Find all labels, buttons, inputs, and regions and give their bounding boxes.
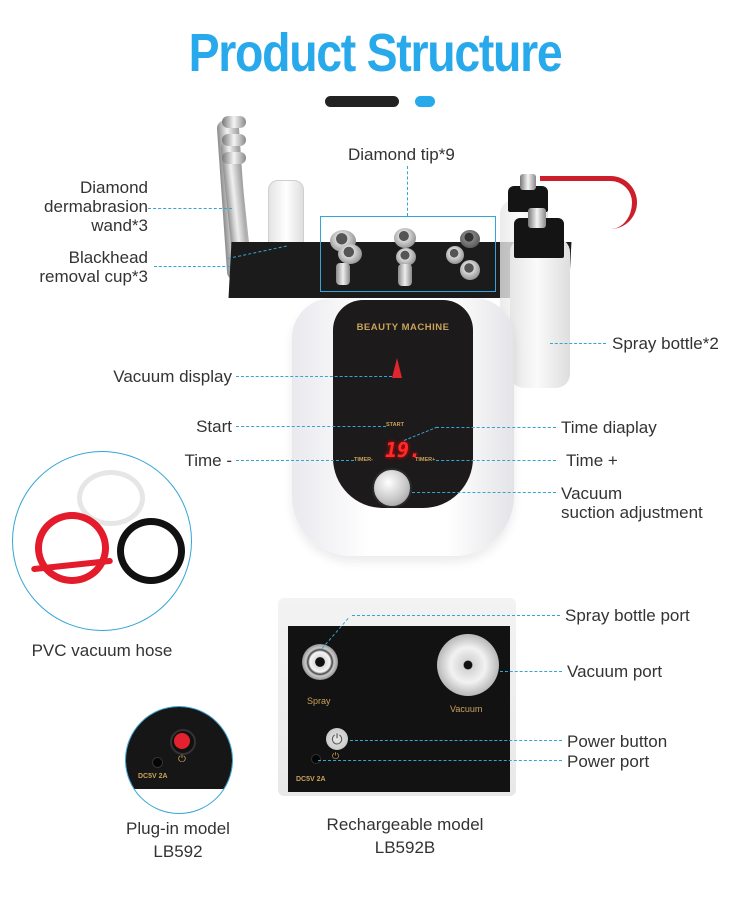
power-port-jack xyxy=(311,754,321,764)
callout-spray-bottle: Spray bottle*2 xyxy=(612,334,719,353)
diamond-tip-icon xyxy=(396,248,416,266)
callout-power-button: Power button xyxy=(567,732,668,751)
callout-line xyxy=(350,740,562,741)
hose-caption: PVC vacuum hose xyxy=(31,641,173,660)
vacuum-port-label: Vacuum xyxy=(450,704,483,714)
callout-power-port: Power port xyxy=(567,752,650,771)
timer-minus-button[interactable]: TIMER- xyxy=(354,457,373,463)
callout-text-line: Diamond xyxy=(79,178,148,197)
diamond-tip-icon xyxy=(460,230,480,248)
callout-spray-bottle-port: Spray bottle port xyxy=(565,606,690,625)
callout-line xyxy=(407,166,408,216)
spray-port-label: Spray xyxy=(307,696,331,706)
power-jack-icon xyxy=(152,757,163,768)
diamond-tip-icon xyxy=(336,263,350,285)
caption-line: LB592B xyxy=(374,838,436,857)
caption-line: Rechargeable model xyxy=(326,815,484,834)
vacuum-port xyxy=(437,634,499,696)
diamond-tip-icon xyxy=(446,246,464,264)
time-led-display: 19. xyxy=(385,438,422,462)
brand-label: BEAUTY MACHINE xyxy=(356,322,450,333)
diamond-tip-icon xyxy=(338,244,362,264)
page-title: Product Structure xyxy=(188,23,563,83)
callout-line xyxy=(436,460,556,461)
wand-tip-icon xyxy=(222,134,246,146)
rechargeable-caption: Rechargeable model LB592B xyxy=(300,813,510,859)
callout-vacuum-port: Vacuum port xyxy=(567,662,663,681)
callout-vacuum-display: Vacuum display xyxy=(113,367,232,386)
callout-text-line: dermabrasion xyxy=(44,197,148,216)
spray-bottle-image xyxy=(510,238,570,388)
callout-dermabrasion-wand: Diamond dermabrasion wand*3 xyxy=(20,178,148,235)
callout-line xyxy=(550,343,606,344)
timer-plus-button[interactable]: TIMER+ xyxy=(415,457,436,463)
callout-line xyxy=(352,615,560,616)
red-power-button[interactable] xyxy=(174,733,190,749)
callout-time-minus: Time - xyxy=(184,451,232,470)
callout-line xyxy=(318,760,562,761)
vacuum-suction-knob[interactable] xyxy=(372,468,412,508)
vacuum-display-icon xyxy=(392,358,402,378)
spray-port xyxy=(302,644,338,680)
callout-vacuum-adjust: Vacuum suction adjustment xyxy=(561,484,703,522)
callout-time-plus: Time + xyxy=(566,451,618,470)
red-hose-image xyxy=(35,512,109,584)
diamond-tip-icon xyxy=(394,228,416,248)
start-label[interactable]: START xyxy=(386,422,404,428)
wand-tip-icon xyxy=(222,116,246,128)
plugin-power-rating: DC5V 2A xyxy=(138,773,168,780)
hose-inset-circle xyxy=(12,451,192,631)
callout-start: Start xyxy=(196,417,232,436)
callout-line xyxy=(154,266,230,267)
diamond-tip-icon xyxy=(460,260,480,280)
wand-tip-icon xyxy=(222,152,246,164)
callout-line xyxy=(236,460,354,461)
callout-line xyxy=(236,426,386,427)
diamond-tip-icon xyxy=(398,264,412,286)
callout-time-display: Time diaplay xyxy=(561,418,657,437)
plugin-caption: Plug-in model LB592 xyxy=(90,817,266,863)
callout-text-line: wand*3 xyxy=(91,216,148,235)
callout-line xyxy=(412,492,556,493)
callout-text-line: suction adjustment xyxy=(561,503,703,522)
clear-hose-image xyxy=(77,470,145,526)
power-symbol-icon: ⏻ xyxy=(332,751,340,761)
callout-diamond-tip: Diamond tip*9 xyxy=(348,145,455,164)
callout-line xyxy=(236,376,392,377)
callout-text-line: Blackhead xyxy=(68,248,148,267)
title-divider-accent xyxy=(415,96,435,107)
black-hose-image xyxy=(117,518,185,584)
caption-line: LB592 xyxy=(153,842,203,861)
title-divider-dark xyxy=(325,96,399,107)
callout-text-line: Vacuum xyxy=(561,484,623,503)
callout-line xyxy=(500,671,562,672)
callout-line xyxy=(148,208,232,209)
power-symbol-icon: ⏻ xyxy=(178,754,186,765)
callout-line xyxy=(436,427,556,428)
rear-power-rating: DC5V 2A xyxy=(296,776,326,783)
diamond-tip-highlight-box xyxy=(320,216,496,292)
plugin-inset-circle: ⏻ DC5V 2A xyxy=(125,706,233,814)
callout-blackhead-cup: Blackhead removal cup*3 xyxy=(20,248,148,286)
callout-text-line: removal cup*3 xyxy=(39,267,148,286)
red-spray-hose xyxy=(540,176,637,229)
power-button[interactable]: ⏻ xyxy=(326,728,348,750)
caption-line: Plug-in model xyxy=(126,819,230,838)
spray-nozzle-icon xyxy=(520,174,536,190)
